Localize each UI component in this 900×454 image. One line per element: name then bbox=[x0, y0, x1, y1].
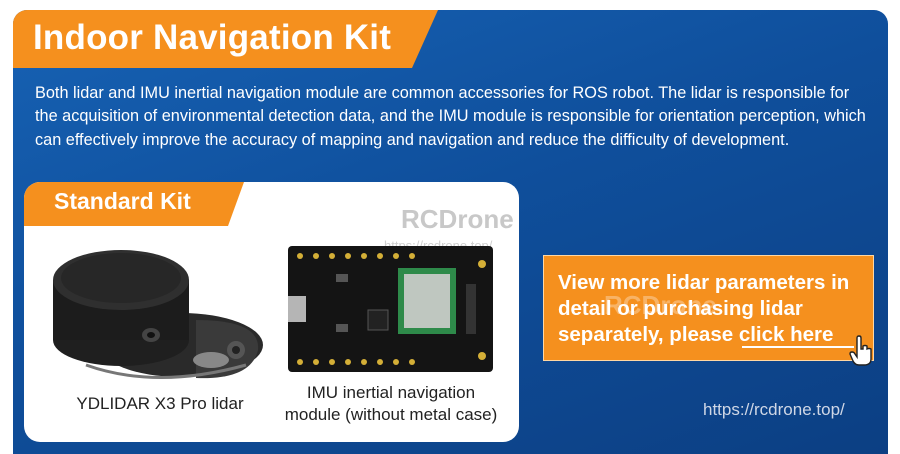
title-tab bbox=[13, 10, 438, 68]
page-title: Indoor Navigation Kit bbox=[33, 18, 392, 57]
footer-url: https://rcdrone.top/ bbox=[703, 400, 845, 419]
lidar-sensor-icon bbox=[46, 240, 266, 395]
lidar-caption: YDLIDAR X3 Pro lidar bbox=[76, 394, 244, 413]
cta-watermark: RCDrone bbox=[604, 290, 717, 320]
standard-kit-label: Standard Kit bbox=[54, 188, 191, 214]
view-lidar-parameters-text: View more lidar parameters in detail or … bbox=[558, 271, 850, 346]
imu-caption: IMU inertial navigation module (without … bbox=[271, 382, 511, 426]
standard-kit-tab bbox=[24, 182, 244, 226]
standard-kit-card: Standard Kit RCDrone https://rcdrone.top… bbox=[24, 182, 519, 442]
kit-description: Both lidar and IMU inertial navigation m… bbox=[35, 84, 866, 149]
watermark-logo: RCDrone bbox=[401, 204, 514, 234]
imu-board-icon bbox=[286, 244, 496, 379]
view-lidar-parameters-link[interactable]: View more lidar parameters in detail or … bbox=[543, 255, 874, 361]
hand-pointer-icon[interactable] bbox=[848, 335, 874, 372]
click-here-underline bbox=[742, 346, 854, 348]
imu-caption-line2: module (without metal case) bbox=[284, 405, 498, 424]
imu-caption-line1: IMU inertial navigation bbox=[306, 383, 476, 402]
